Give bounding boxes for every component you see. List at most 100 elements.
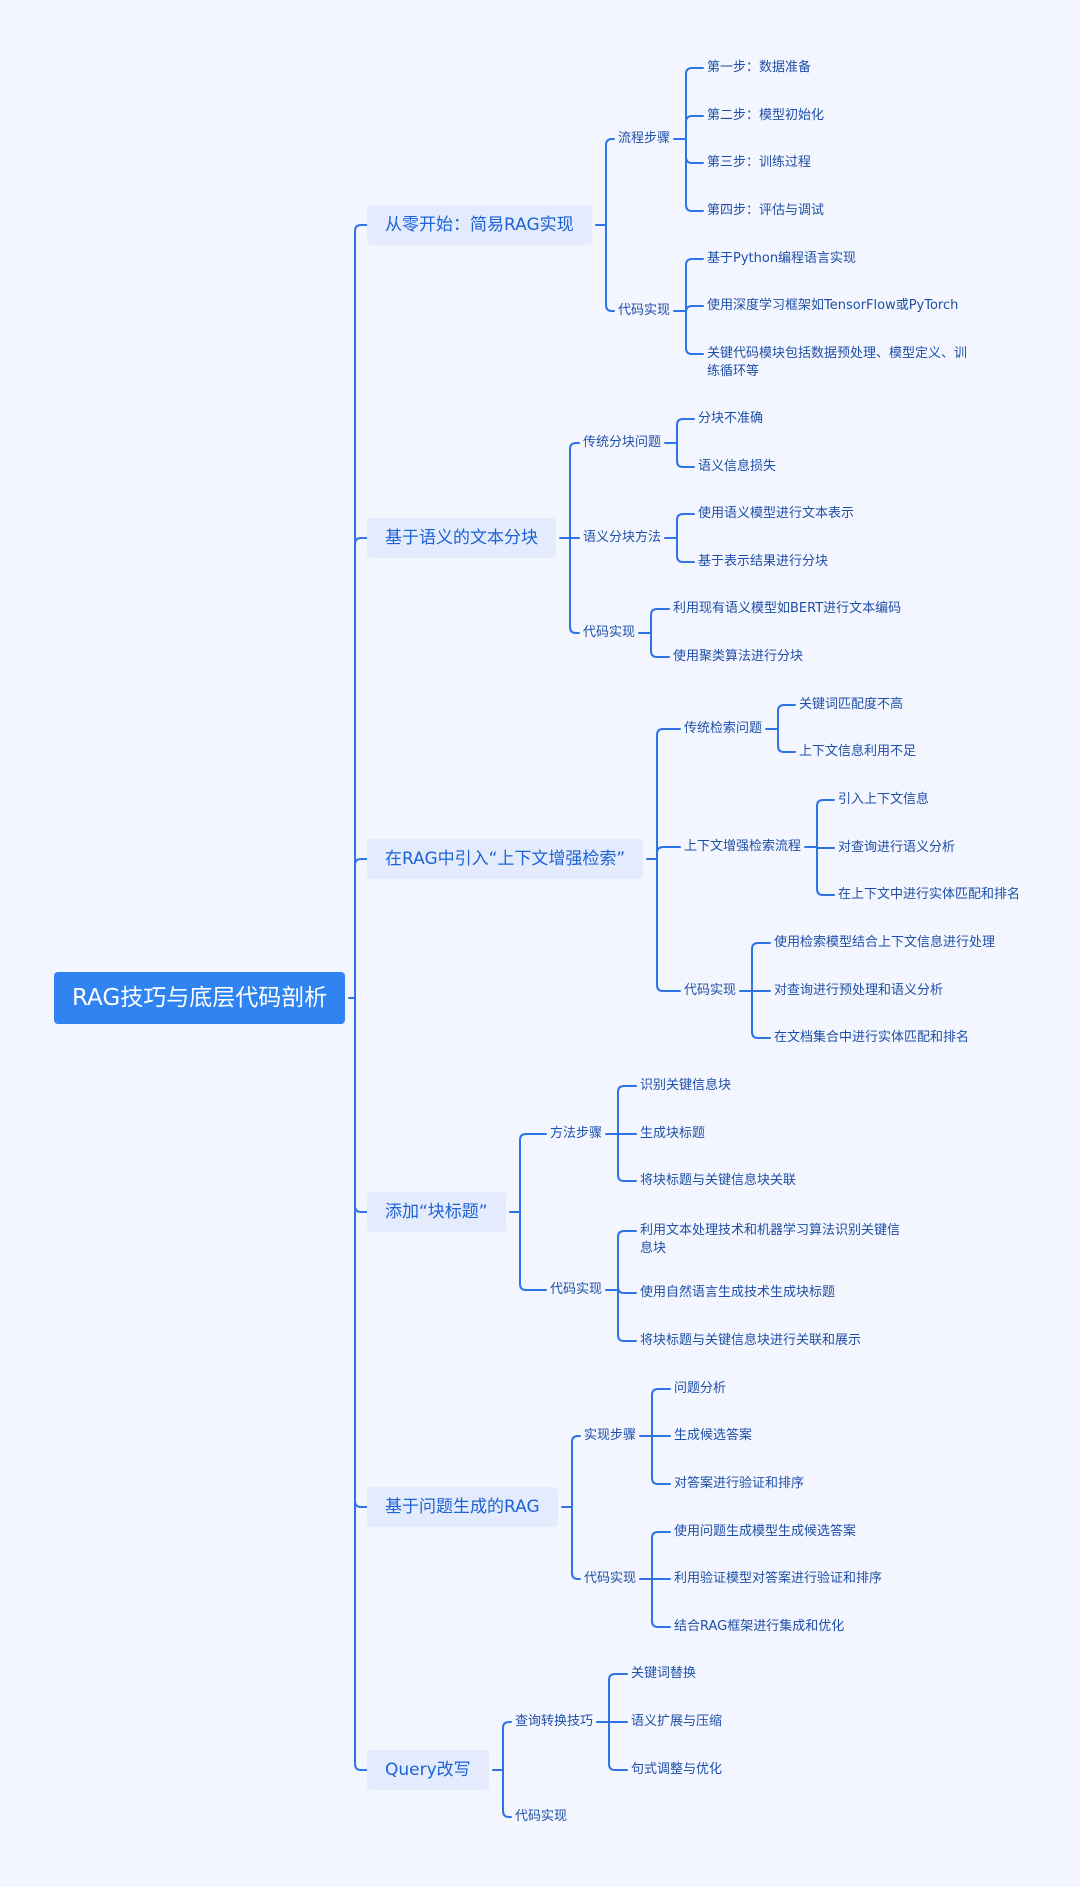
leaf-node[interactable]: 关键词匹配度不高: [799, 697, 904, 712]
leaf-node[interactable]: 基于表示结果进行分块: [698, 554, 829, 569]
section-link-branch: [502, 1769, 512, 1818]
leaf-node[interactable]: 使用检索模型结合上下文信息进行处理: [774, 935, 996, 950]
group-node[interactable]: 代码实现: [618, 303, 671, 318]
leaf-node[interactable]: 关键词替换: [631, 1666, 697, 1681]
leaf-node[interactable]: 利用现有语义模型如BERT进行文本编码: [673, 601, 902, 616]
leaf-node[interactable]: 使用深度学习框架如TensorFlow或PyTorch: [707, 298, 959, 313]
section-node[interactable]: 基于语义的文本分块: [367, 518, 556, 558]
group-node[interactable]: 传统分块问题: [583, 435, 662, 450]
leaf-node[interactable]: 句式调整与优化: [631, 1762, 723, 1777]
group-node[interactable]: 上下文增强检索流程: [684, 839, 802, 854]
leaf-node[interactable]: 使用语义模型进行文本表示: [698, 506, 855, 521]
group-link-branch: [685, 310, 704, 355]
leaf-node[interactable]: 使用自然语言生成技术生成块标题: [640, 1285, 836, 1300]
leaf-node[interactable]: 第一步：数据准备: [707, 60, 812, 75]
group-link-branch: [676, 513, 695, 539]
leaf-node[interactable]: 使用问题生成模型生成候选答案: [674, 1524, 857, 1539]
section-link-branch: [502, 1721, 512, 1771]
section-link-branch: [605, 224, 615, 312]
leaf-node[interactable]: 引入上下文信息: [838, 792, 930, 807]
section-node[interactable]: 基于问题生成的RAG: [367, 1487, 558, 1527]
group-link-branch: [608, 1673, 628, 1723]
group-node[interactable]: 方法步骤: [550, 1126, 603, 1141]
leaf-node[interactable]: 问题分析: [674, 1381, 727, 1396]
group-link-branch: [617, 1085, 637, 1135]
group-link-branch: [816, 799, 835, 848]
group-link-branch: [777, 704, 796, 730]
group-link-branch: [651, 1578, 671, 1628]
root-link-branch: [354, 997, 368, 1213]
group-node[interactable]: 实现步骤: [584, 1428, 637, 1443]
group-link-branch: [676, 418, 695, 444]
group-node[interactable]: 代码实现: [684, 983, 737, 998]
group-node[interactable]: 流程步骤: [618, 131, 671, 146]
group-link-branch: [751, 990, 771, 1039]
group-link-branch: [685, 138, 704, 212]
root-link-branch: [354, 997, 368, 1508]
leaf-node[interactable]: 对查询进行预处理和语义分析: [774, 983, 944, 998]
group-link-branch: [816, 846, 835, 896]
leaf-node[interactable]: 上下文信息利用不足: [799, 744, 917, 759]
leaf-node[interactable]: 在上下文中进行实体匹配和排名: [838, 887, 1021, 902]
leaf-node[interactable]: 第四步：评估与调试: [707, 203, 825, 218]
leaf-node[interactable]: 利用文本处理技术和机器学习算法识别关键信息块: [640, 1223, 901, 1256]
section-link-branch: [605, 138, 615, 226]
group-node[interactable]: 代码实现: [550, 1282, 603, 1297]
leaf-node[interactable]: 关键代码模块包括数据预处理、模型定义、训练循环等: [707, 346, 968, 379]
leaf-node[interactable]: 第二步：模型初始化: [707, 108, 825, 123]
leaf-node[interactable]: 在文档集合中进行实体匹配和排名: [774, 1030, 970, 1045]
group-node[interactable]: 代码实现: [584, 1571, 637, 1586]
section-node[interactable]: 添加“块标题”: [367, 1192, 506, 1232]
group-link-branch: [751, 942, 771, 992]
group-node[interactable]: 代码实现: [515, 1809, 568, 1824]
leaf-node[interactable]: 对查询进行语义分析: [838, 840, 956, 855]
section-link-branch: [519, 1211, 547, 1291]
group-link-branch: [617, 1286, 637, 1294]
leaf-node[interactable]: 将块标题与关键信息块进行关联和展示: [640, 1333, 862, 1348]
root-node[interactable]: RAG技巧与底层代码剖析: [54, 972, 346, 1024]
leaf-node[interactable]: 生成块标题: [640, 1126, 706, 1141]
group-node[interactable]: 查询转换技巧: [515, 1714, 594, 1729]
leaf-node[interactable]: 使用聚类算法进行分块: [673, 649, 804, 664]
leaf-node[interactable]: 基于Python编程语言实现: [707, 251, 857, 266]
group-node[interactable]: 代码实现: [583, 625, 636, 640]
group-node[interactable]: 语义分块方法: [583, 530, 662, 545]
group-link-branch: [676, 442, 695, 468]
leaf-node[interactable]: 分块不准确: [698, 411, 764, 426]
section-link-branch: [569, 442, 580, 539]
group-link-branch: [650, 608, 670, 634]
leaf-node[interactable]: 语义信息损失: [698, 459, 777, 474]
section-node[interactable]: 从零开始：简易RAG实现: [367, 205, 592, 245]
group-node[interactable]: 传统检索问题: [684, 721, 763, 736]
section-link-branch: [571, 1506, 581, 1580]
leaf-node[interactable]: 生成候选答案: [674, 1428, 753, 1443]
section-link-branch: [571, 1435, 581, 1508]
group-link-branch: [608, 1721, 628, 1771]
group-link-branch: [676, 537, 695, 563]
leaf-node[interactable]: 利用验证模型对答案进行验证和排序: [674, 1571, 883, 1586]
section-node[interactable]: Query改写: [367, 1750, 489, 1790]
group-link-branch: [617, 1230, 637, 1291]
leaf-node[interactable]: 第三步：训练过程: [707, 155, 812, 170]
root-link-branch: [354, 858, 368, 999]
leaf-node[interactable]: 结合RAG框架进行集成和优化: [674, 1619, 845, 1634]
group-link-branch: [685, 258, 704, 312]
leaf-node[interactable]: 对答案进行验证和排序: [674, 1476, 805, 1491]
group-link-branch: [685, 138, 704, 164]
group-link-branch: [650, 632, 670, 658]
group-link-branch: [651, 1531, 671, 1580]
section-node[interactable]: 在RAG中引入“上下文增强检索”: [367, 839, 644, 879]
leaf-node[interactable]: 识别关键信息块: [640, 1078, 732, 1093]
group-link-branch: [651, 1435, 671, 1485]
root-link-branch: [354, 224, 368, 999]
group-link-branch: [651, 1388, 671, 1437]
leaf-node[interactable]: 语义扩展与压缩: [631, 1714, 723, 1729]
section-link-branch: [569, 537, 580, 634]
group-link-branch: [617, 1133, 637, 1182]
group-link-branch: [685, 305, 704, 313]
section-link-branch: [656, 858, 681, 992]
section-link-branch: [656, 846, 681, 860]
section-link-branch: [519, 1133, 547, 1213]
leaf-node[interactable]: 将块标题与关键信息块关联: [640, 1173, 797, 1188]
